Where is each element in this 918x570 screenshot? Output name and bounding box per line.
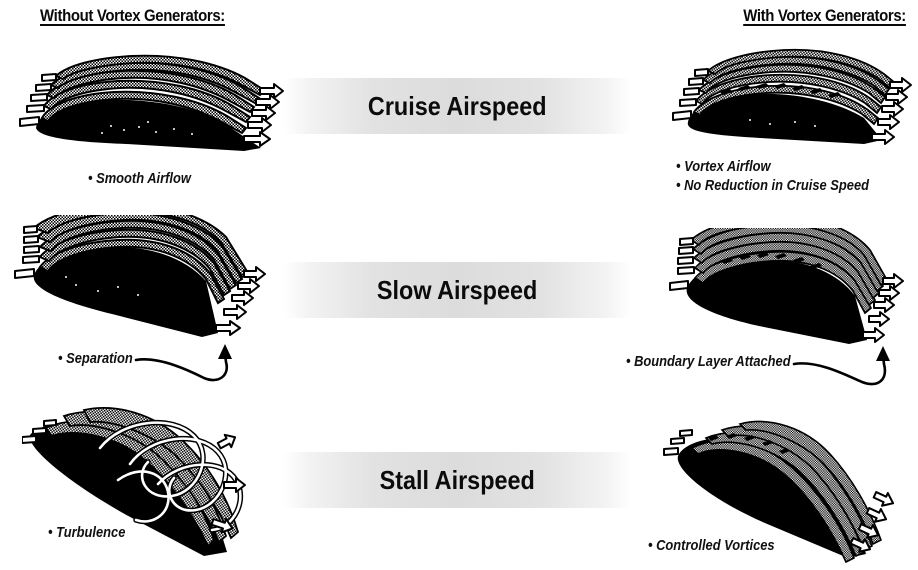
banner-slow-airspeed: Slow Airspeed <box>283 262 631 318</box>
caption-smooth-airflow: • Smooth Airflow <box>88 170 191 187</box>
figure-cruise-with-vortex-generators <box>650 40 915 160</box>
caption-separation: • Separation <box>58 350 133 367</box>
figure-cruise-without-vortex-generators <box>6 44 286 162</box>
boundary-layer-pointer-arrow <box>792 346 890 386</box>
separation-pointer-arrow <box>134 344 232 382</box>
column-header-without-vortex-generators: Without Vortex Generators: <box>40 6 225 25</box>
caption-no-reduction-in-cruise-speed: • No Reduction in Cruise Speed <box>676 177 870 195</box>
column-header-with-vortex-generators: With Vortex Generators: <box>743 6 906 25</box>
banner-label-cruise: Cruise Airspeed <box>367 90 547 121</box>
figure-slow-with-vortex-generators <box>655 228 910 363</box>
caption-group-cruise-with: • Vortex Airflow • No Reduction in Cruis… <box>676 157 869 195</box>
figure-slow-without-vortex-generators <box>6 215 291 360</box>
caption-turbulence: • Turbulence <box>48 524 126 541</box>
banner-label-stall: Stall Airspeed <box>379 464 535 495</box>
banner-label-slow: Slow Airspeed <box>376 274 538 305</box>
caption-vortex-airflow: • Vortex Airflow <box>676 158 771 175</box>
figure-stall-without-vortex-generators <box>22 400 282 565</box>
caption-controlled-vortices: • Controlled Vortices <box>648 537 775 554</box>
banner-cruise-airspeed: Cruise Airspeed <box>283 78 631 134</box>
figure-stall-with-vortex-generators <box>648 408 913 568</box>
caption-boundary-layer-attached: • Boundary Layer Attached <box>626 353 791 370</box>
banner-stall-airspeed: Stall Airspeed <box>283 452 631 508</box>
